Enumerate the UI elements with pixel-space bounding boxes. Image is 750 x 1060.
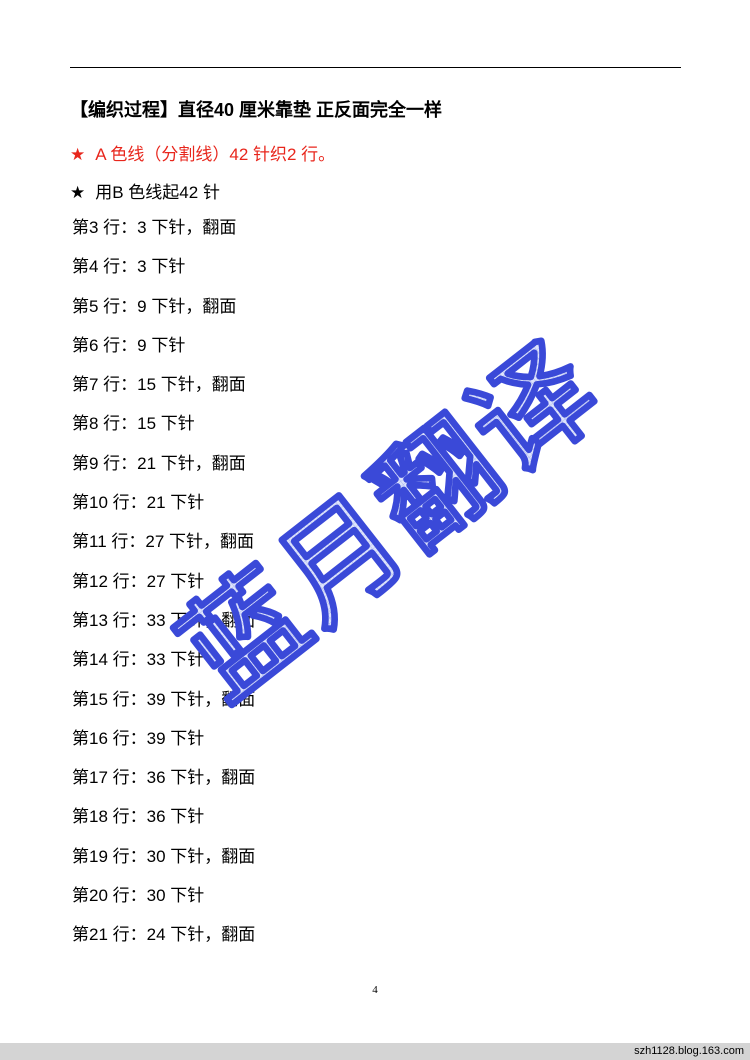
row-instruction: 第8 行：15 下针 (72, 414, 195, 434)
row-instruction: 第4 行：3 下针 (72, 257, 186, 277)
row-instruction: 第21 行：24 下针，翻面 (72, 925, 256, 945)
row-instructions-list: 第3 行：3 下针，翻面第4 行：3 下针第5 行：9 下针，翻面第6 行：9 … (72, 215, 255, 962)
step-a-line: ★ A 色线（分割线）42 针织2 行。 (70, 140, 335, 165)
page-number: 4 (372, 984, 378, 996)
footer-url: szh1128.blog.163.com (634, 1045, 744, 1057)
row-instruction: 第16 行：39 下针 (72, 728, 205, 748)
header-rule (70, 67, 681, 68)
row-instruction: 第19 行：30 下针，翻面 (72, 846, 256, 866)
row-instruction: 第13 行：33 下针，翻面 (72, 610, 256, 630)
row-instruction: 第15 行：39 下针，翻面 (72, 689, 256, 709)
step-b-text: 用B 色线起42 针 (95, 183, 220, 202)
row-instruction: 第10 行：21 下针 (72, 493, 205, 513)
row-instruction: 第12 行：27 下针 (72, 571, 205, 591)
star-icon: ★ (70, 145, 86, 164)
row-instruction: 第7 行：15 下针，翻面 (72, 375, 246, 395)
footer-bar: szh1128.blog.163.com (0, 1043, 750, 1060)
pattern-heading: 【编织过程】直径40 厘米靠垫 正反面完全一样 (70, 100, 443, 120)
row-instruction: 第9 行：21 下针，翻面 (72, 453, 246, 473)
row-instruction: 第20 行：30 下针 (72, 886, 205, 906)
step-a-text: A 色线（分割线）42 针织2 行。 (95, 145, 336, 164)
row-instruction: 第3 行：3 下针，翻面 (72, 218, 237, 237)
row-instruction: 第14 行：33 下针 (72, 650, 205, 670)
step-b-line: ★ 用B 色线起42 针 (70, 178, 220, 203)
row-instruction: 第18 行：36 下针 (72, 807, 205, 827)
row-instruction: 第6 行：9 下针 (72, 335, 186, 355)
star-icon: ★ (70, 183, 86, 202)
row-instruction: 第17 行：36 下针，翻面 (72, 768, 256, 788)
row-instruction: 第5 行：9 下针，翻面 (72, 296, 237, 316)
row-instruction: 第11 行：27 下针，翻面 (72, 532, 255, 552)
